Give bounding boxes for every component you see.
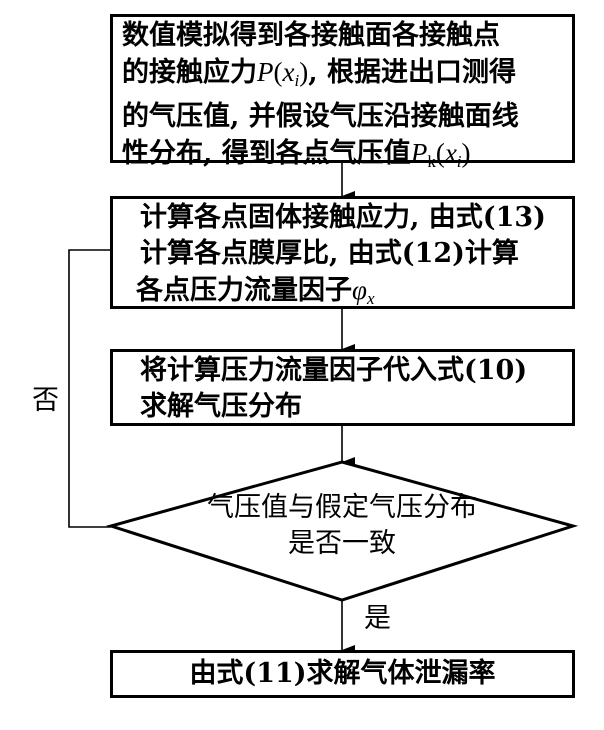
step3-line2: 求解气压分布 — [140, 391, 302, 422]
decision-text: 气压值与假定气压分布 是否一致 — [111, 490, 573, 562]
process-box-step3 — [110, 349, 575, 426]
math-subscript-i: i — [456, 152, 462, 171]
step1-line2-text-a: 的接触应力 — [122, 57, 257, 88]
process-box-step2 — [110, 196, 575, 309]
math-phi: φ — [352, 275, 367, 305]
step1-line4: 性分布, 得到各点气压值Pk(xi) — [122, 135, 519, 180]
step1-line2-text-b: , 根据进出口测得 — [308, 57, 517, 88]
math-x: x — [444, 138, 457, 168]
math-x: x — [282, 57, 295, 87]
math-paren-open: ( — [435, 138, 445, 168]
process-box-step1 — [110, 14, 575, 163]
step1-line2: 的接触应力P(xi), 根据进出口测得 — [122, 54, 519, 99]
math-paren-close: ) — [461, 138, 471, 168]
step2-line2: 计算各点膜厚比, 由式(12)计算 — [140, 238, 519, 269]
math-paren-open: ( — [273, 57, 283, 87]
step3-text: 将计算压力流量因子代入式(10) 求解气压分布 — [140, 353, 527, 425]
step1-line3: 的气压值, 并假设气压沿接触面线 — [122, 101, 519, 132]
decision-line1: 气压值与假定气压分布 — [207, 492, 477, 523]
step4-line1: 由式(11)求解气体泄漏率 — [189, 658, 496, 689]
math-paren-close: ) — [299, 57, 309, 87]
math-P: P — [257, 57, 274, 87]
decision-line2: 是否一致 — [288, 528, 396, 559]
step2-line3: 各点压力流量因子φx — [136, 272, 546, 317]
process-box-step4 — [110, 650, 575, 698]
branch-label-yes: 是 — [364, 603, 391, 634]
step1-line1: 数值模拟得到各接触面各接触点 — [122, 20, 500, 51]
step4-text: 由式(11)求解气体泄漏率 — [110, 656, 575, 692]
step2-line1: 计算各点固体接触应力, 由式(13) — [140, 202, 546, 233]
step1-line4-text: 性分布, 得到各点气压值 — [122, 138, 411, 169]
step3-line1: 将计算压力流量因子代入式(10) — [140, 355, 528, 386]
math-subscript-k: k — [427, 152, 436, 171]
branch-label-no: 否 — [32, 385, 59, 416]
math-P: P — [410, 138, 428, 168]
math-subscript-x: x — [366, 289, 375, 308]
math-subscript-i: i — [294, 71, 300, 90]
loop-back-no-line — [68, 249, 111, 528]
step1-text: 数值模拟得到各接触面各接触点 的接触应力P(xi), 根据进出口测得 的气压值,… — [122, 18, 519, 180]
step2-line3-text: 各点压力流量因子 — [136, 275, 352, 306]
step2-text: 计算各点固体接触应力, 由式(13) 计算各点膜厚比, 由式(12)计算 各点压… — [136, 200, 546, 317]
